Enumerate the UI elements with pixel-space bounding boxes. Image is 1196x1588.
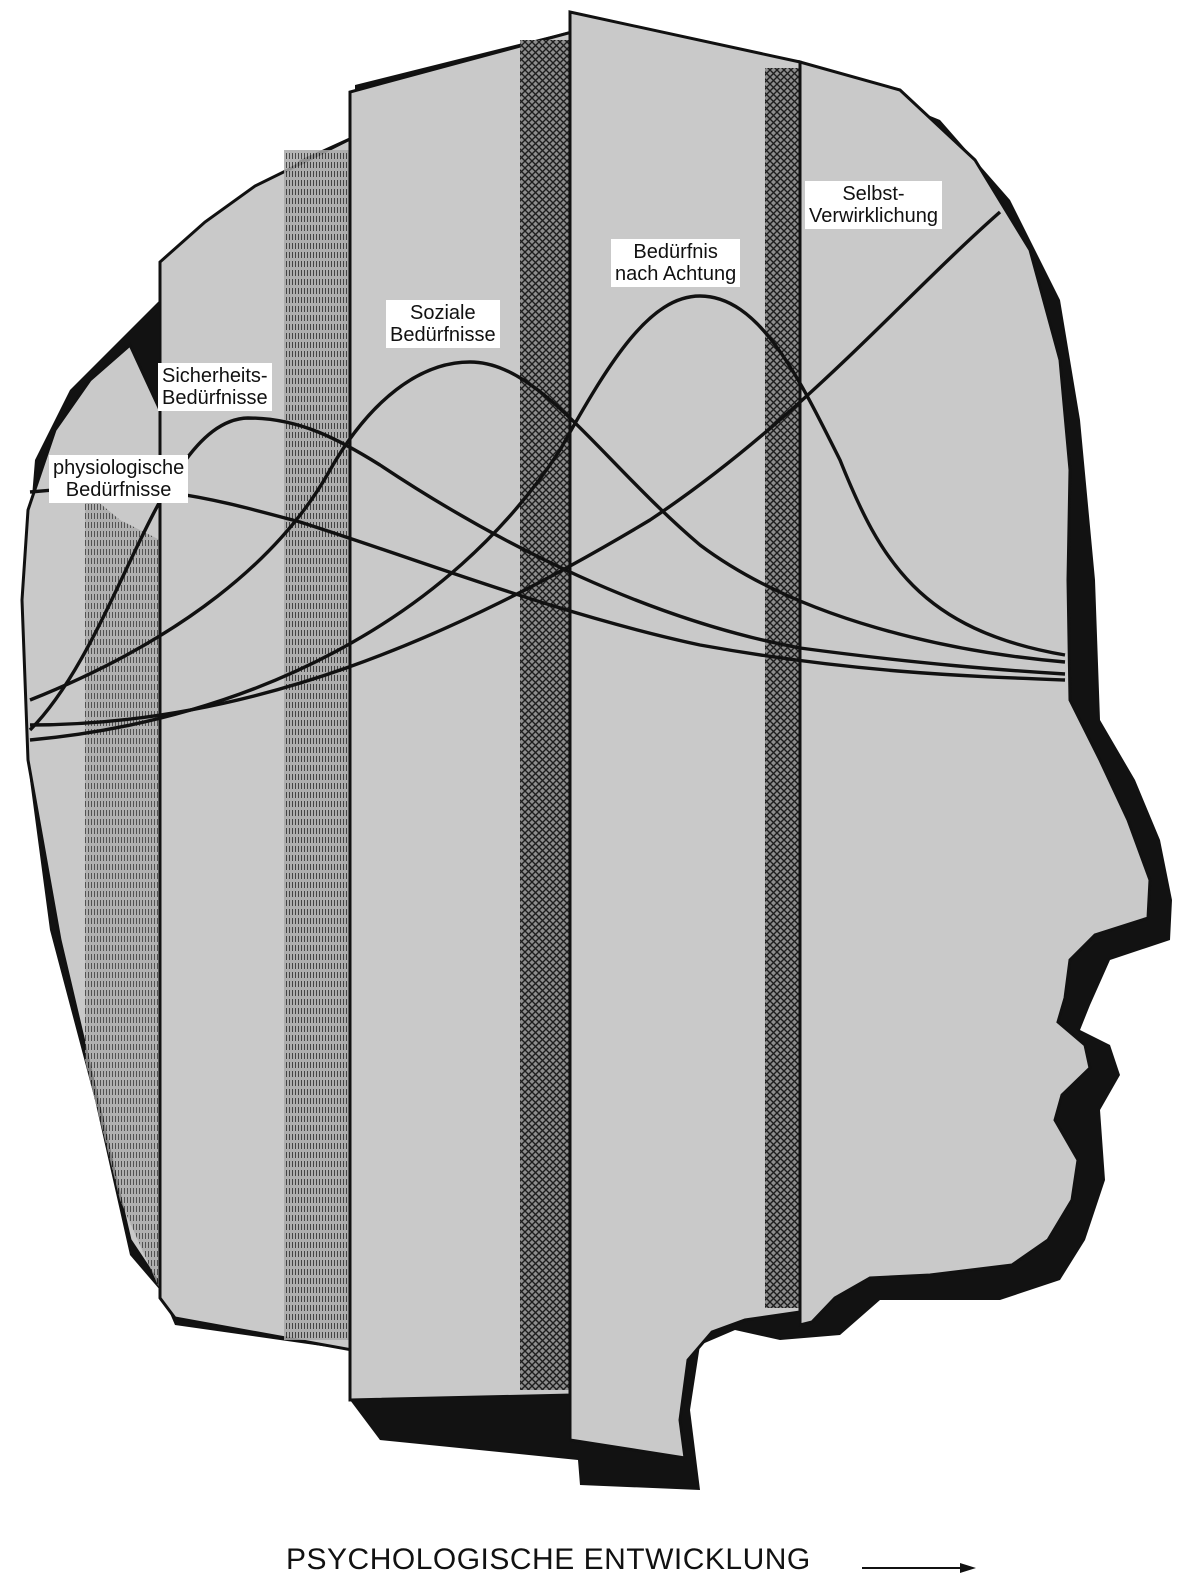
label-line: Bedürfnisse	[162, 387, 268, 409]
panel-social-base-shadow	[350, 1395, 572, 1440]
label-esteem-needs: Bedürfnis nach Achtung	[611, 239, 740, 287]
label-line: physiologische	[53, 457, 184, 479]
label-line: Sicherheits-	[162, 365, 268, 387]
label-line: Verwirklichung	[809, 205, 938, 227]
label-line: Soziale	[390, 302, 496, 324]
panel-social-shading	[520, 40, 570, 1390]
panel-esteem-shading	[765, 68, 800, 1308]
axis-caption-text: PSYCHOLOGISCHE ENTWICKLUNG	[286, 1543, 811, 1576]
label-line: Bedürfnis	[615, 241, 736, 263]
label-physiological-needs: physiologische Bedürfnisse	[49, 455, 188, 503]
label-line: Selbst-	[809, 183, 938, 205]
label-line: Bedürfnisse	[390, 324, 496, 346]
label-line: nach Achtung	[615, 263, 736, 285]
label-social-needs: Soziale Bedürfnisse	[386, 300, 500, 348]
panel-safety-shading	[284, 150, 352, 1340]
right-arrow-icon	[860, 1560, 980, 1576]
axis-caption: PSYCHOLOGISCHE ENTWICKLUNG	[286, 1543, 811, 1577]
label-safety-needs: Sicherheits- Bedürfnisse	[158, 363, 272, 411]
label-line: Bedürfnisse	[53, 479, 184, 501]
label-self-actualization: Selbst- Verwirklichung	[805, 181, 942, 229]
